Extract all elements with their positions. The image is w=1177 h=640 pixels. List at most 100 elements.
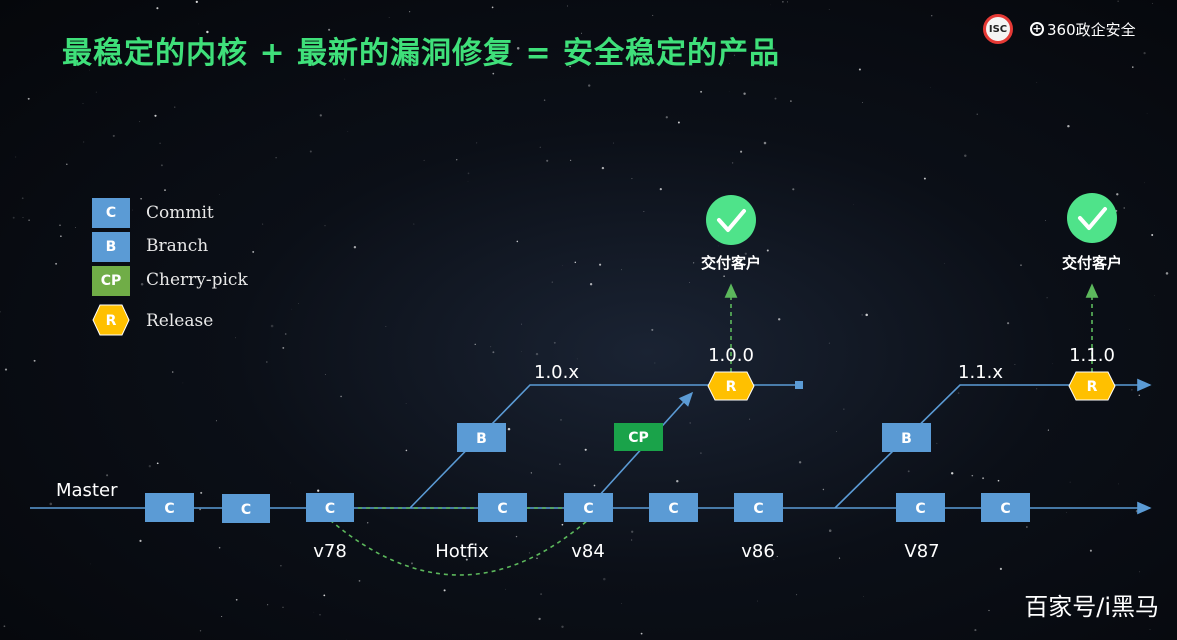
star xyxy=(465,558,468,561)
star xyxy=(543,99,546,101)
legend-release-swatch: R xyxy=(92,304,130,336)
star xyxy=(317,489,320,492)
master-commit: C xyxy=(478,493,527,522)
star xyxy=(521,323,522,325)
star xyxy=(574,261,577,264)
star xyxy=(309,150,312,153)
star xyxy=(1146,113,1148,115)
star xyxy=(171,371,174,373)
star xyxy=(861,314,863,316)
star xyxy=(267,604,269,606)
star xyxy=(505,588,506,590)
star xyxy=(700,90,703,93)
star xyxy=(1007,322,1010,325)
star xyxy=(773,48,775,50)
star xyxy=(776,556,778,557)
star xyxy=(22,217,24,218)
star xyxy=(1116,193,1119,196)
star xyxy=(199,630,202,632)
master-commit: C xyxy=(222,494,270,523)
star xyxy=(559,463,561,465)
svg-text:C: C xyxy=(497,501,507,517)
star xyxy=(282,606,284,608)
star xyxy=(409,11,411,13)
star xyxy=(195,0,198,4)
star xyxy=(999,567,1002,570)
plus-circle-icon: + xyxy=(1030,22,1044,36)
star xyxy=(89,69,91,71)
star xyxy=(467,172,470,175)
star xyxy=(83,141,85,143)
star xyxy=(385,326,387,327)
star xyxy=(865,313,868,317)
version-label-v86: v86 xyxy=(741,541,775,562)
star xyxy=(282,346,285,349)
legend-release-key: R xyxy=(106,313,117,329)
svg-text:R: R xyxy=(726,379,737,395)
star xyxy=(1047,429,1049,431)
star xyxy=(640,632,643,635)
star xyxy=(1139,571,1140,573)
star xyxy=(828,529,832,532)
star xyxy=(323,594,326,597)
star xyxy=(1069,481,1071,483)
legend-release-label: Release xyxy=(146,311,214,331)
star xyxy=(399,66,402,69)
star xyxy=(275,157,277,159)
version-label-hotfix: Hotfix xyxy=(435,541,489,562)
star xyxy=(723,275,725,277)
star xyxy=(731,162,734,164)
page-title: 最稳定的内核 + 最新的漏洞修复 = 安全稳定的产品 xyxy=(62,36,781,71)
star xyxy=(976,113,978,115)
star xyxy=(836,431,837,432)
star xyxy=(838,557,841,559)
star xyxy=(413,223,415,225)
star xyxy=(561,523,564,526)
star xyxy=(423,159,425,161)
star xyxy=(27,97,30,100)
star xyxy=(1052,363,1053,365)
star xyxy=(1089,549,1092,552)
hotfix-dashed-curve xyxy=(329,519,589,576)
star xyxy=(774,97,777,100)
star xyxy=(843,408,845,410)
star xyxy=(593,484,596,487)
star xyxy=(4,368,8,371)
star xyxy=(778,318,781,321)
star xyxy=(766,249,769,252)
star xyxy=(974,629,977,632)
star xyxy=(49,502,53,506)
star xyxy=(140,283,144,286)
delivery-label-1: 交付客户 xyxy=(701,254,761,272)
star xyxy=(601,166,605,170)
release-1-version: 1.0.0 xyxy=(708,345,754,366)
star xyxy=(971,474,974,477)
star xyxy=(733,54,736,56)
star xyxy=(957,392,960,394)
release-hexagon-2: R xyxy=(1068,371,1116,401)
star xyxy=(28,219,30,222)
star xyxy=(1020,264,1022,266)
star xyxy=(1026,526,1028,528)
star xyxy=(74,227,76,229)
branch-1-end xyxy=(795,381,803,389)
svg-text:C: C xyxy=(1000,501,1010,517)
star xyxy=(1036,82,1038,84)
star xyxy=(828,342,830,344)
star xyxy=(1149,629,1151,630)
star xyxy=(505,42,507,44)
star xyxy=(112,134,115,137)
star xyxy=(234,337,237,339)
star xyxy=(492,351,495,354)
star xyxy=(822,488,825,491)
star xyxy=(199,508,201,511)
star xyxy=(358,580,361,582)
star xyxy=(1067,124,1070,128)
star xyxy=(944,263,945,264)
star xyxy=(858,68,861,71)
star xyxy=(491,6,494,9)
star xyxy=(923,177,926,180)
star xyxy=(182,382,184,384)
